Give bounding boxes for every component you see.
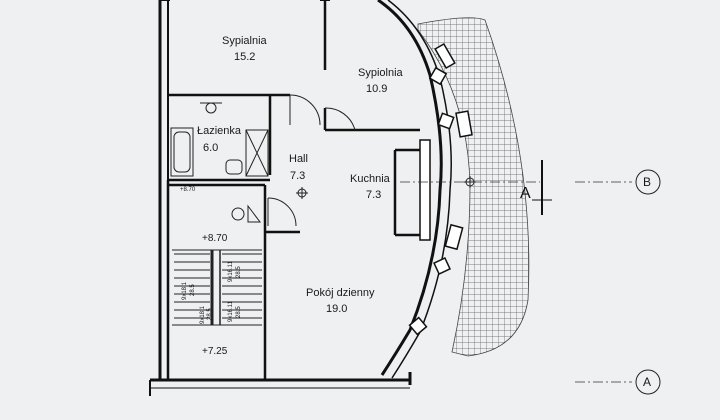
stair-note-right-a: 9x16.11 (228, 260, 234, 282)
staircase (172, 249, 262, 326)
room-bathroom-area: 6.0 (203, 142, 218, 154)
room-bedroom2-area: 10.9 (366, 83, 387, 95)
outer-walls (149, 0, 452, 396)
room-hall-name: Hall (289, 153, 308, 165)
stair-note-left-d: 28.5 (207, 308, 213, 320)
bathroom-fixtures (170, 102, 269, 177)
axis-a-bubble (635, 369, 661, 395)
stair-note-left-c: 9x18.1 (200, 305, 206, 324)
facade-elements (408, 42, 473, 336)
interior-walls (166, 0, 425, 380)
level-small-top: +8.70 (180, 187, 196, 193)
stair-note-right-d: 28.5 (236, 306, 242, 318)
axis-a-label: A (643, 375, 651, 389)
axis-b-label: B (643, 175, 651, 189)
axis-b-bubble (635, 169, 661, 195)
center-marks (231, 176, 476, 223)
stair-note-right-b: 28.5 (236, 266, 242, 278)
room-bathroom-name: Łazienka (197, 125, 242, 137)
room-kitchen-area: 7.3 (366, 189, 381, 201)
stair-note-right-c: 9x16.11 (228, 300, 234, 322)
room-bedroom1-name: Sypialnia (222, 35, 268, 47)
room-kitchen-name: Kuchnia (350, 173, 391, 185)
section-marker (532, 160, 552, 215)
level-stair-bottom: +7.25 (202, 346, 228, 357)
section-label: A (520, 185, 531, 202)
stair-note-left-a: 9x18.1 (182, 281, 188, 300)
level-stair-top: +8.70 (202, 233, 228, 244)
balcony-hatching (417, 17, 530, 357)
axis-lines (400, 181, 632, 383)
room-bedroom1-area: 15.2 (234, 51, 255, 63)
room-hall-area: 7.3 (290, 170, 305, 182)
stair-note-left-b: 28.5 (190, 284, 196, 296)
room-living-area: 19.0 (326, 303, 347, 315)
room-living-name: Pokój dzienny (306, 287, 375, 299)
room-bedroom2-name: Sypiolnia (358, 67, 404, 79)
door-swings (267, 94, 356, 227)
